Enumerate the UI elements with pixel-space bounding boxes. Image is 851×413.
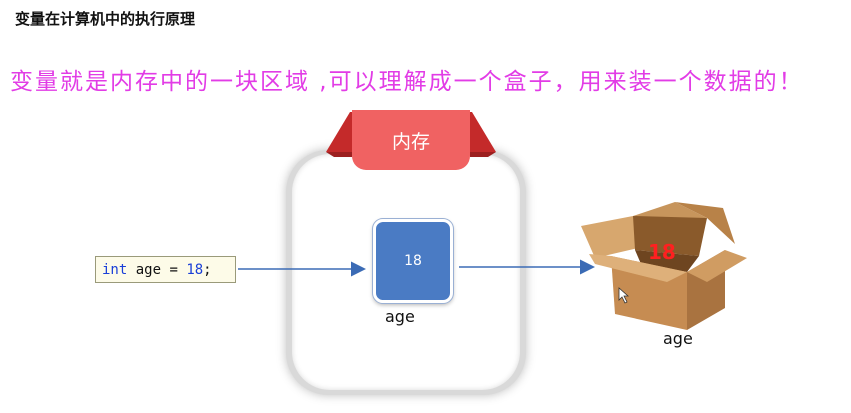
box-value: 18 bbox=[648, 240, 676, 264]
memory-value: 18 bbox=[404, 253, 422, 269]
subtitle: 变量就是内存中的一块区域 ,可以理解成一个盒子，用来装一个数据的！ bbox=[10, 69, 804, 95]
code-snippet: int age = 18; bbox=[95, 256, 236, 283]
page-title: 变量在计算机中的执行原理 bbox=[15, 10, 196, 28]
memory-label: 内存 bbox=[352, 110, 470, 170]
code-end: ; bbox=[203, 261, 212, 278]
cardboard-box-icon bbox=[581, 202, 747, 330]
memory-value-box: 18 bbox=[373, 219, 453, 303]
box-var-name: age bbox=[663, 329, 693, 348]
memory-var-name: age bbox=[385, 307, 415, 326]
code-keyword: int bbox=[102, 261, 128, 278]
code-identifier: age = bbox=[127, 261, 187, 278]
code-number: 18 bbox=[186, 261, 204, 278]
